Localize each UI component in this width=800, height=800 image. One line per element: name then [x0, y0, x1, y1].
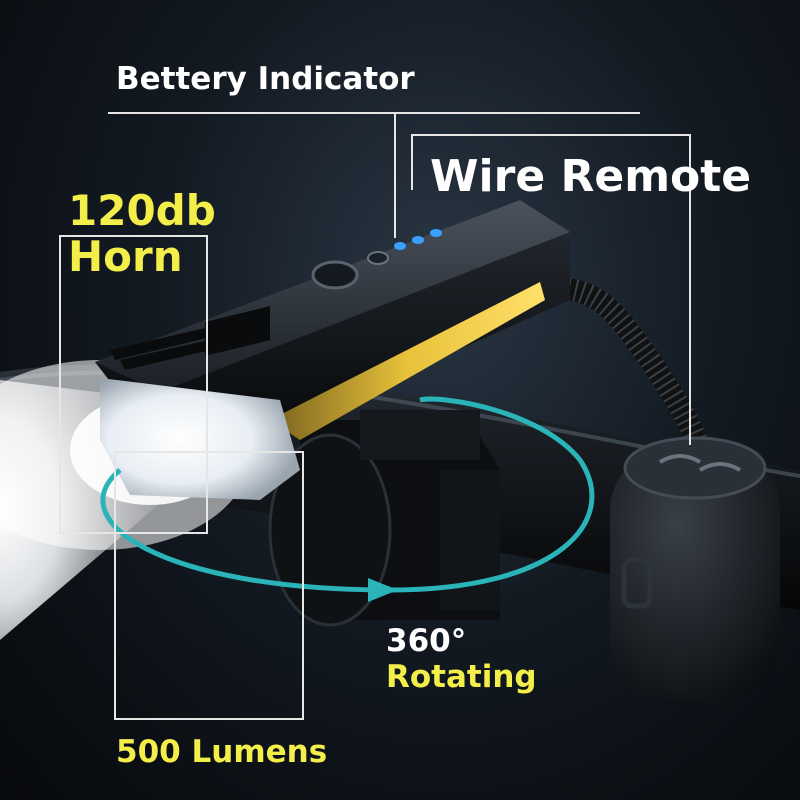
lens-front [100, 378, 300, 500]
lumens-label: 500 Lumens [116, 734, 328, 770]
rotating-label: Rotating [386, 659, 537, 695]
headlight-body [95, 200, 570, 500]
coiled-wire [538, 277, 711, 454]
callout-lines [59, 112, 691, 720]
amber-side-strip [270, 282, 545, 440]
horn-label: Horn [68, 232, 183, 281]
battery-led-1 [394, 242, 406, 250]
wire-remote-label: Wire Remote [430, 151, 752, 202]
rotation-arrow [100, 396, 595, 602]
mount-clamp [268, 410, 500, 627]
rotation-degree-label: 360° [386, 623, 467, 659]
horn-decibel-label: 120db [68, 186, 216, 235]
battery-led-2 [412, 236, 424, 244]
battery-led-3 [430, 229, 442, 237]
battery-indicator-label: Bettery Indicator [116, 61, 415, 97]
wire-remote-device [610, 436, 780, 700]
power-button [311, 260, 359, 290]
